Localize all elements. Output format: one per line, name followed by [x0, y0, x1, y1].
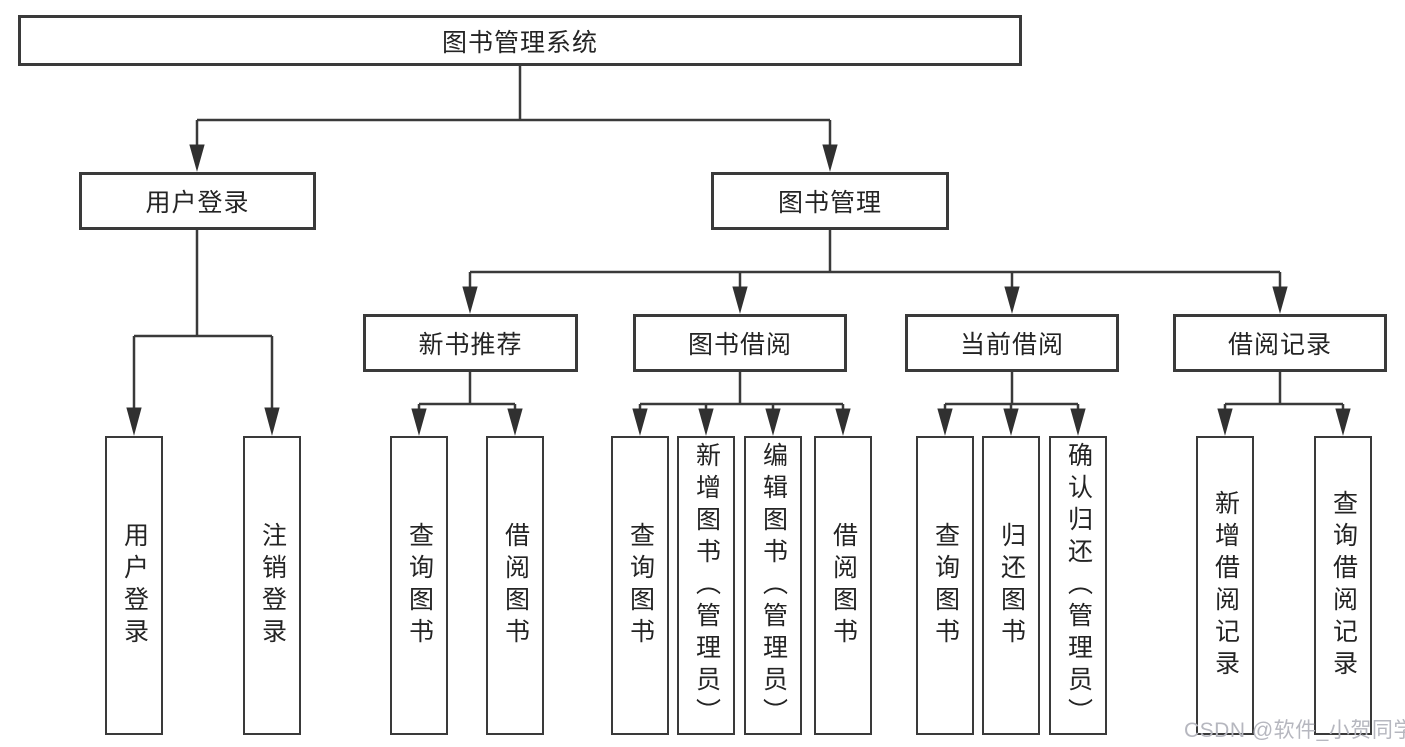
node-current-borrowing: 当前借阅 — [905, 314, 1119, 372]
node-label: 新书推荐 — [418, 331, 523, 359]
leaf-logout: 注销登录 — [243, 436, 301, 735]
arrow-down-icon — [126, 407, 142, 436]
node-label: 确认归还（管理员） — [1064, 441, 1093, 730]
node-label: 查询图书 — [626, 521, 655, 650]
arrow-down-icon — [822, 144, 838, 172]
node-label: 用户登录 — [120, 521, 149, 650]
node-borrowing-records: 借阅记录 — [1173, 314, 1387, 372]
arrow-down-icon — [1004, 286, 1020, 314]
arrow-down-icon — [1003, 408, 1019, 436]
arrow-down-icon — [835, 408, 851, 436]
node-label: 借阅图书 — [829, 521, 858, 650]
leaf-edit-book-admin: 编辑图书（管理员） — [744, 436, 802, 735]
arrow-down-icon — [264, 407, 280, 436]
leaf-return-books: 归还图书 — [982, 436, 1040, 735]
leaf-confirm-return-admin: 确认归还（管理员） — [1049, 436, 1107, 735]
arrow-down-icon — [632, 408, 648, 436]
node-user-login: 用户登录 — [79, 172, 316, 230]
node-new-book-recommendation: 新书推荐 — [363, 314, 578, 372]
leaf-add-book-admin: 新增图书（管理员） — [677, 436, 735, 735]
node-label: 查询借阅记录 — [1329, 489, 1358, 682]
arrow-down-icon — [189, 144, 205, 172]
leaf-add-borrow-record: 新增借阅记录 — [1196, 436, 1254, 735]
node-label: 图书管理系统 — [441, 28, 598, 57]
leaf-borrow-books-borrowing: 借阅图书 — [814, 436, 872, 735]
arrow-down-icon — [1217, 408, 1233, 436]
leaf-borrow-books-recommendation: 借阅图书 — [486, 436, 544, 735]
node-book-borrowing: 图书借阅 — [633, 314, 847, 372]
arrow-down-icon — [732, 286, 748, 314]
arrow-down-icon — [507, 408, 523, 436]
node-label: 新增图书（管理员） — [692, 441, 721, 730]
node-label: 图书借阅 — [687, 331, 792, 359]
leaf-query-borrow-record: 查询借阅记录 — [1314, 436, 1372, 735]
node-label: 当前借阅 — [959, 331, 1064, 359]
leaf-query-books-current: 查询图书 — [916, 436, 974, 735]
arrow-down-icon — [1335, 408, 1351, 436]
node-label: 借阅记录 — [1227, 331, 1332, 359]
node-label: 查询图书 — [405, 521, 434, 650]
arrow-down-icon — [765, 408, 781, 436]
node-label: 编辑图书（管理员） — [759, 441, 788, 730]
node-label: 注销登录 — [258, 521, 287, 650]
arrow-down-icon — [698, 408, 714, 436]
node-library-management-system: 图书管理系统 — [18, 15, 1022, 66]
leaf-user-login: 用户登录 — [105, 436, 163, 735]
node-label: 借阅图书 — [501, 521, 530, 650]
leaf-query-books-recommendation: 查询图书 — [390, 436, 448, 735]
node-label: 新增借阅记录 — [1211, 489, 1240, 682]
node-label: 用户登录 — [145, 189, 250, 217]
leaf-query-books-borrowing: 查询图书 — [611, 436, 669, 735]
arrow-down-icon — [462, 286, 478, 314]
arrow-down-icon — [937, 408, 953, 436]
node-label: 图书管理 — [777, 189, 882, 217]
arrow-down-icon — [411, 408, 427, 436]
arrow-down-icon — [1070, 408, 1086, 436]
node-label: 查询图书 — [931, 521, 960, 650]
arrow-down-icon — [1272, 286, 1288, 314]
watermark: CSDN @软件_小贺同学 — [1184, 719, 1405, 742]
node-label: 归还图书 — [997, 521, 1026, 650]
node-book-management: 图书管理 — [711, 172, 949, 230]
